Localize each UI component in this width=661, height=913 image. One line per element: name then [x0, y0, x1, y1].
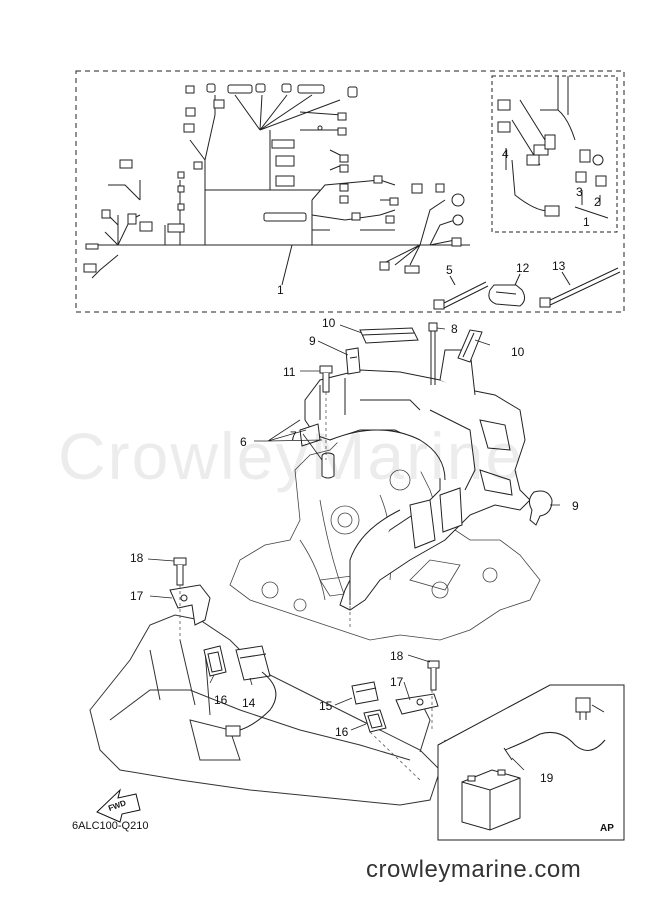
site-name: crowleymarine.com	[366, 856, 582, 883]
clip-part-9-top	[345, 347, 361, 375]
leader-5	[449, 275, 456, 286]
inset-label-ap: AP	[600, 823, 614, 834]
wire-harness-panel	[75, 70, 625, 313]
callout-3: 3	[576, 185, 583, 199]
callout-1-inset: 1	[583, 215, 590, 229]
callout-14: 14	[242, 696, 256, 710]
callout-15: 15	[319, 699, 333, 713]
callout-19: 19	[540, 771, 554, 785]
connector-part-14	[225, 645, 277, 737]
callout-labels: 1 1 2 3 4 5 6 7 8 9 9 10 10 11 12 13 14 …	[130, 147, 601, 785]
harness-main-trunk	[117, 200, 470, 246]
watermark-text: CrowleyMarine	[58, 419, 525, 493]
callout-8: 8	[451, 322, 458, 336]
bolt-part-18-right	[427, 660, 440, 691]
cover-strip-part-10-right	[457, 329, 483, 363]
harness-connectors	[83, 83, 465, 274]
callout-9-right: 9	[572, 499, 579, 513]
leader-13	[561, 271, 571, 286]
bracket-part-17-left	[169, 584, 211, 626]
callout-16-right: 16	[335, 725, 349, 739]
callout-4: 4	[502, 147, 509, 161]
callout-13: 13	[552, 259, 566, 273]
leader-1	[281, 244, 293, 286]
callout-6: 6	[240, 435, 247, 449]
callout-18-left: 18	[130, 551, 144, 565]
callout-18-right: 18	[390, 649, 404, 663]
callout-9-top: 9	[309, 334, 316, 348]
battery-inset	[437, 684, 625, 841]
bracket-part-17-right	[395, 693, 439, 715]
harness-dashed-border	[75, 70, 625, 313]
harness-inset-dashed-border	[491, 75, 618, 233]
callout-10-top: 10	[322, 316, 336, 330]
cap-part-15	[351, 681, 379, 705]
callout-16-left: 16	[214, 693, 228, 707]
callout-7: 7	[290, 429, 297, 443]
callout-leaders	[147, 160, 583, 771]
harness-inset-detail	[497, 76, 609, 219]
assembly-guide-lines	[179, 392, 433, 781]
grommet-part-16-left	[203, 645, 227, 677]
grommet-part-16-right	[363, 709, 387, 733]
callout-17-right: 17	[390, 675, 404, 689]
callout-11: 11	[283, 365, 296, 379]
callout-17-left: 17	[130, 589, 144, 603]
clamp-part-12	[488, 284, 526, 307]
cable-tie-part-13	[539, 267, 621, 308]
callout-12: 12	[516, 261, 530, 275]
cover-strip-part-10-top	[359, 327, 419, 344]
callout-10-right: 10	[511, 345, 525, 359]
callout-1-harness: 1	[277, 283, 284, 297]
lower-cowling	[89, 614, 446, 806]
diagram-code: 6ALC100-Q210	[72, 820, 149, 832]
callout-2: 2	[594, 195, 601, 209]
clip-part-9-right	[528, 490, 553, 526]
bolt-part-11	[319, 365, 333, 393]
tie-part-8	[428, 322, 438, 385]
callout-5: 5	[446, 263, 453, 277]
bolt-part-18-left	[173, 557, 187, 586]
electrical-bracket-part-6	[299, 349, 531, 611]
leader-12	[514, 273, 521, 286]
fwd-arrow-icon: FWD	[96, 788, 141, 823]
cable-tie-part-5	[433, 281, 489, 310]
collar-part-7	[321, 452, 335, 479]
